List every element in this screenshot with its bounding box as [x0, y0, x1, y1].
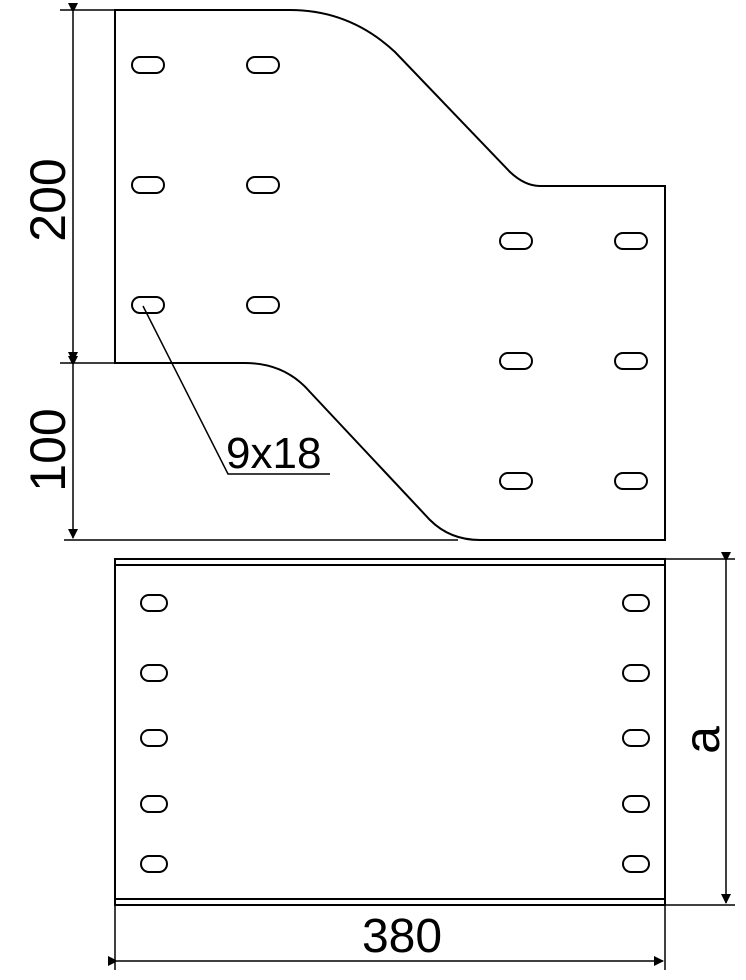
- slot-leader: [142, 305, 330, 475]
- top-view-plate: [114, 9, 666, 541]
- slot-column-right: [622, 594, 650, 873]
- label-100: 100: [20, 408, 76, 491]
- label-200: 200: [20, 158, 76, 241]
- dimension-100: [64, 356, 458, 541]
- label-a: a: [674, 726, 730, 754]
- slot-group-left: [131, 56, 280, 314]
- dimension-a: [665, 552, 735, 906]
- label-380: 380: [362, 910, 442, 963]
- side-view-plate: [114, 558, 666, 906]
- slot-column-left: [140, 594, 168, 873]
- slot-group-right: [499, 232, 648, 490]
- label-slot-size: 9x18: [226, 429, 321, 478]
- dimension-380: [108, 905, 666, 970]
